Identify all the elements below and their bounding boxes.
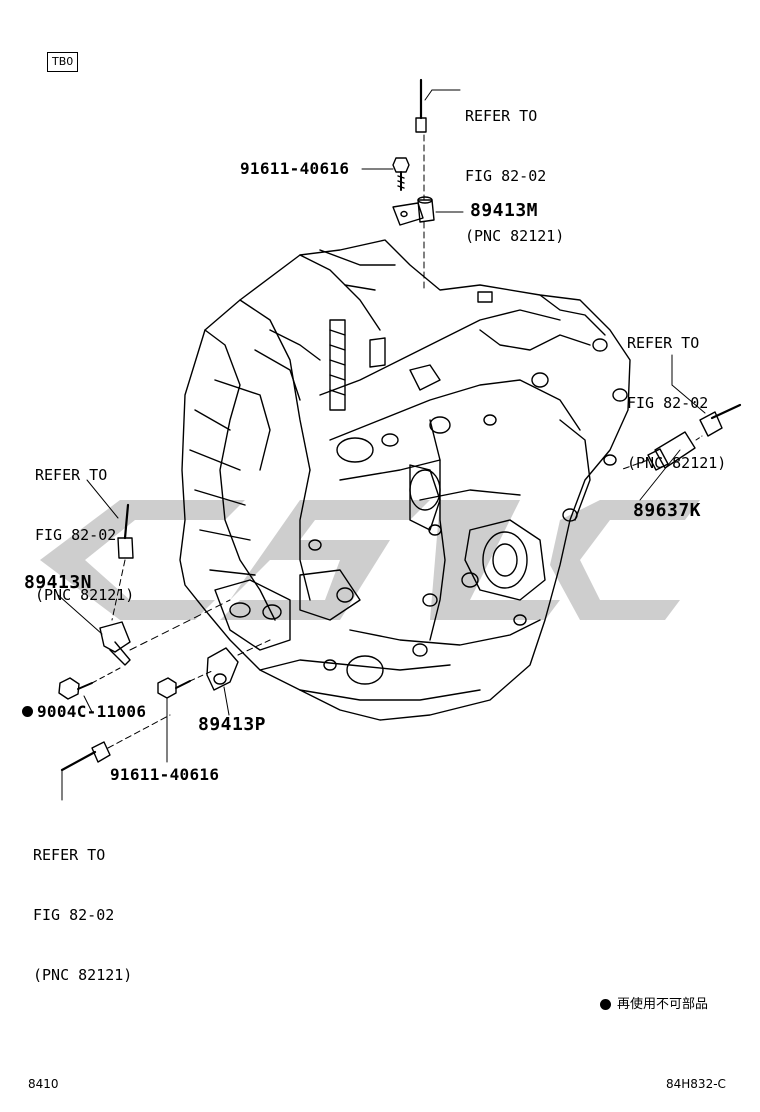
sensor-top-part [392, 78, 435, 291]
footer-figure-code: 84H832-C [666, 1077, 726, 1091]
sensor-right-part [619, 403, 742, 471]
part-label-sensor-top[interactable]: 89413M [470, 200, 539, 221]
refer-label-top: REFER TO FIG 82-02 (PNC 82121) [465, 66, 564, 266]
refer-line-3: (PNC 82121) [465, 227, 565, 245]
transmission-assembly [179, 239, 631, 721]
refer-line-3: (PNC 82121) [627, 454, 727, 472]
refer-line-3: (PNC 82121) [33, 966, 133, 984]
part-label-sensor-bottom[interactable]: 89413P [198, 714, 267, 735]
part-label-sensor-right[interactable]: 89637K [633, 500, 702, 521]
refer-line-2: FIG 82-02 [35, 526, 117, 544]
sensor-left-part [99, 503, 231, 666]
part-label-bolt-top[interactable]: 91611-40616 [240, 159, 350, 178]
part-label-sensor-left[interactable]: 89413N [24, 572, 93, 593]
refer-label-bottom: REFER TO FIG 82-02 (PNC 82121) [33, 805, 132, 1005]
refer-line-1: REFER TO [465, 107, 538, 125]
black-dot-icon [600, 999, 611, 1010]
legend-non-reusable: 再使用不可部品 [600, 998, 708, 1011]
refer-line-2: FIG 82-02 [33, 906, 115, 924]
footer-page-code: 8410 [28, 1077, 59, 1091]
leader-lines [57, 89, 706, 801]
watermark [40, 500, 700, 620]
refer-line-3: (PNC 82121) [35, 586, 135, 604]
sensor-bottom-part [60, 639, 271, 772]
part-label-bolt-bottom[interactable]: 91611-40616 [110, 765, 220, 784]
black-dot-icon [22, 706, 33, 717]
code-box: TB0 [47, 52, 79, 72]
refer-label-right: REFER TO FIG 82-02 (PNC 82121) [627, 293, 726, 493]
bolt-left-part [58, 667, 121, 700]
legend-text: 再使用不可部品 [617, 997, 709, 1012]
bolt-left-number: 9004C-11006 [37, 702, 147, 721]
refer-line-1: REFER TO [627, 334, 700, 352]
refer-line-2: FIG 82-02 [465, 167, 547, 185]
refer-line-2: FIG 82-02 [627, 394, 709, 412]
refer-line-1: REFER TO [35, 466, 108, 484]
part-label-bolt-left[interactable]: 9004C-11006 [22, 704, 146, 720]
refer-line-1: REFER TO [33, 846, 106, 864]
refer-label-left: REFER TO FIG 82-02 (PNC 82121) [35, 425, 134, 625]
